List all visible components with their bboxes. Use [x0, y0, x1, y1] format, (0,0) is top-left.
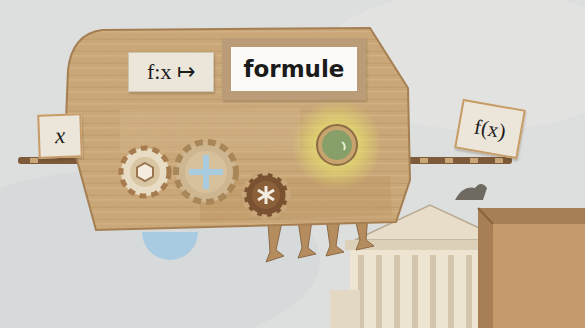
gear-hexagon — [121, 148, 169, 196]
blue-dome — [142, 232, 198, 260]
node-text: formule — [244, 56, 345, 82]
formula-frame: formule — [222, 38, 366, 100]
output-card: f(x) — [454, 99, 526, 159]
machine-body — [66, 28, 410, 230]
node-text: f:x ↦ — [147, 59, 195, 85]
gear-plus — [176, 142, 236, 202]
indicator-light — [292, 100, 382, 190]
node-text: f(x) — [472, 114, 507, 144]
node-text: x — [54, 123, 65, 149]
input-card: x — [37, 113, 83, 159]
gear-star — [244, 173, 288, 217]
rule-card: f:x ↦ — [128, 52, 214, 92]
wooden-frame — [478, 208, 585, 328]
